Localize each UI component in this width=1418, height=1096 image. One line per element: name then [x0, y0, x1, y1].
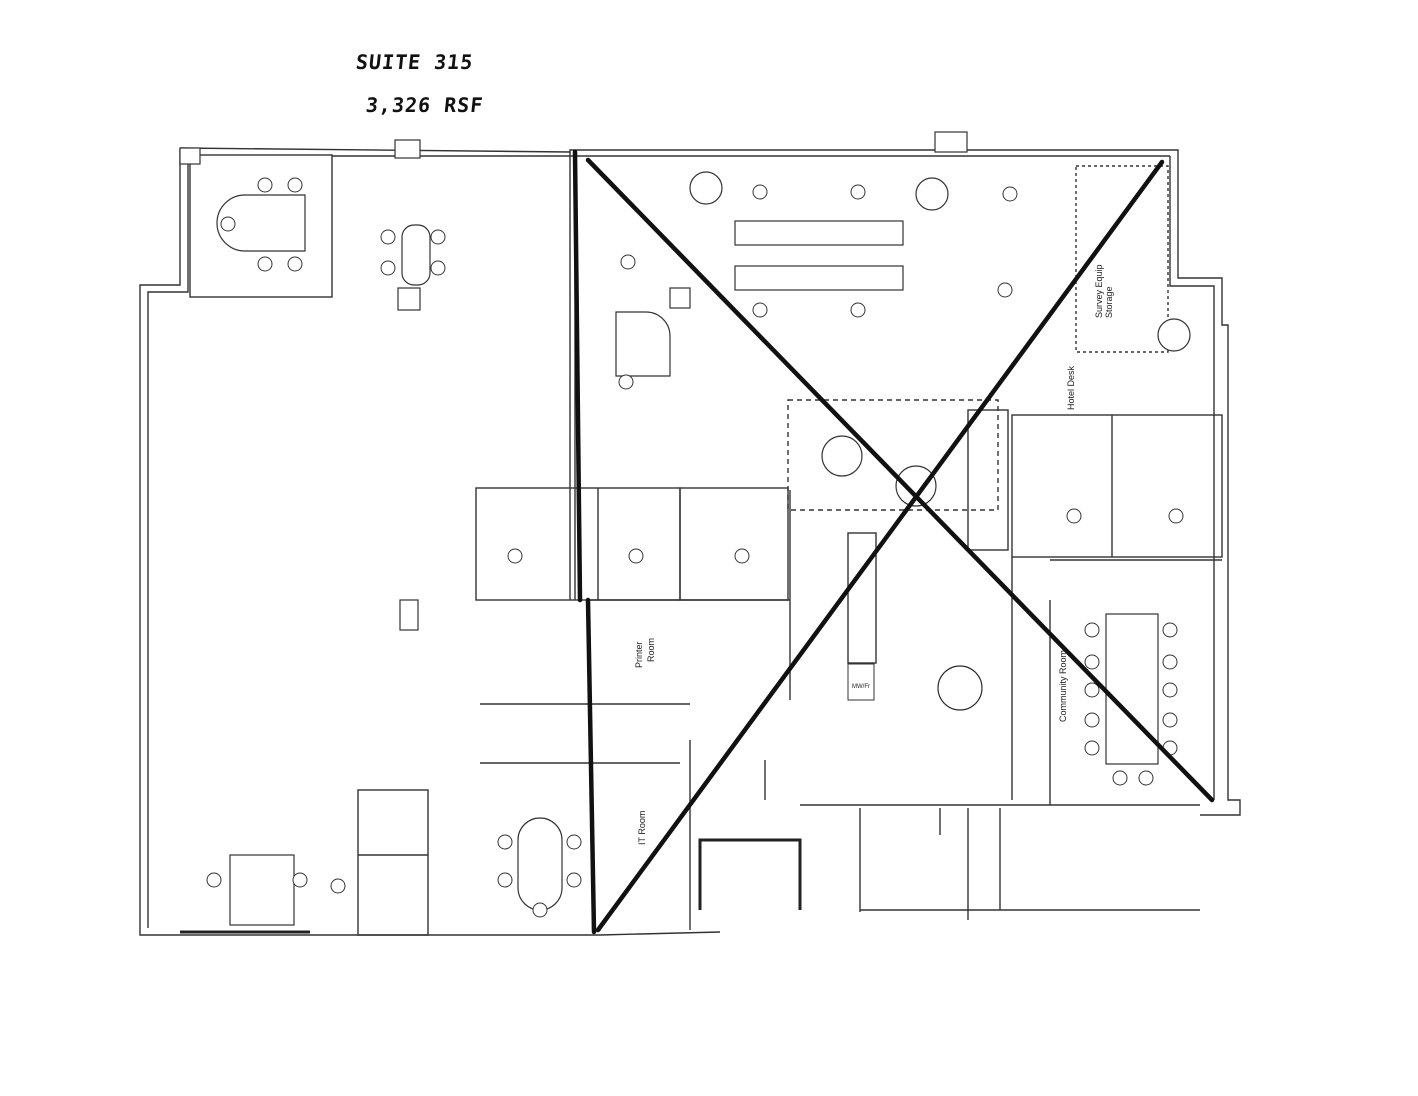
furniture — [216, 171, 1191, 926]
it-room-label: IT Room — [637, 811, 647, 845]
survey-storage-label: Survey Equip — [1094, 264, 1104, 318]
printer-room-label-2: Room — [646, 638, 656, 662]
appliance-label: MW/Fr — [852, 684, 870, 690]
column-markers — [179, 131, 968, 631]
large-x-strike-icon — [572, 149, 1215, 935]
printer-room-label: Printer — [634, 641, 644, 668]
survey-storage-label-2: Storage — [1104, 286, 1114, 318]
community-room-label: Community Room — [1058, 650, 1068, 722]
appliance-box — [847, 663, 875, 701]
chairs — [206, 177, 1184, 918]
hatched-walls — [180, 838, 802, 934]
hotel-desk-label: Hotel Desk — [1066, 365, 1076, 410]
